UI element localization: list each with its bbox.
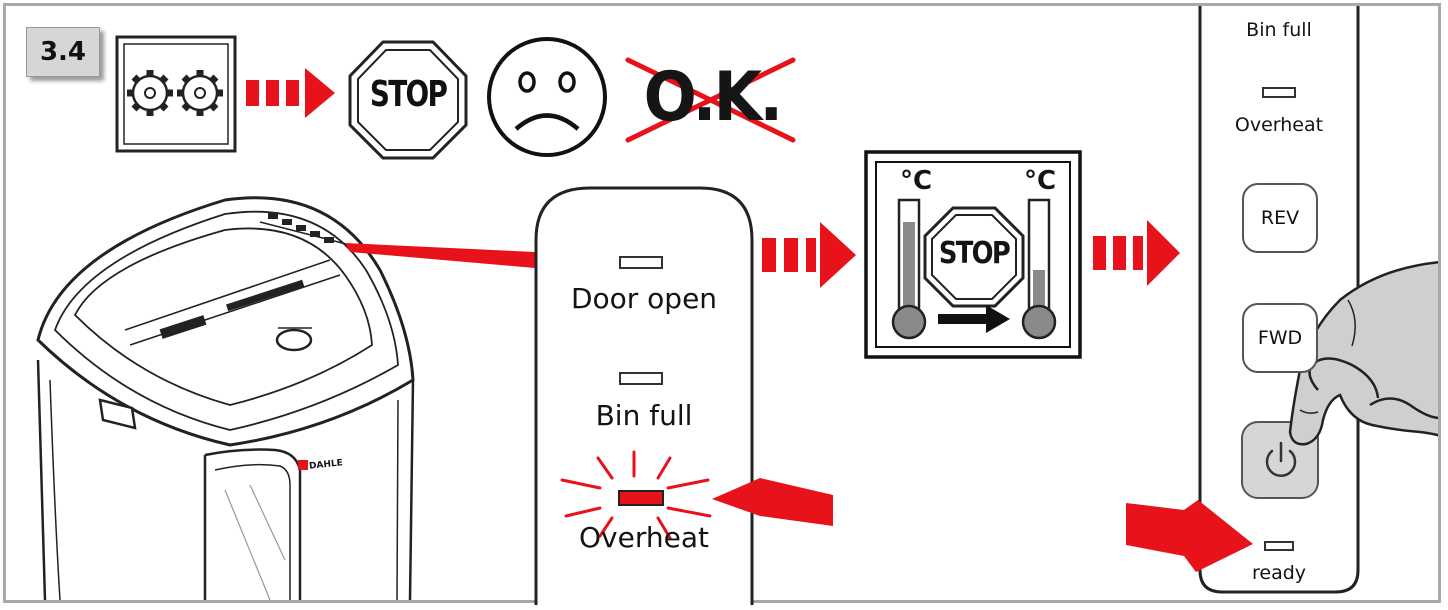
overheat-label: Overheat (579, 521, 709, 554)
right-overheat-label: Overheat (1234, 114, 1324, 136)
overheat-glow-rays (560, 450, 712, 540)
power-button[interactable] (1242, 422, 1318, 498)
power-icon (1265, 441, 1297, 477)
shredder-drawing (36, 196, 415, 600)
temperature-stop-icon (864, 150, 1082, 359)
temp-unit-right: °C (1023, 166, 1057, 196)
crossed-out-ok-icon (625, 57, 796, 143)
red-arrow-ready (1126, 500, 1253, 572)
stop-sign-icon (348, 40, 468, 160)
bin-full-led (619, 372, 663, 385)
hand-drawing (1288, 260, 1438, 446)
red-arrow-1 (246, 68, 335, 118)
door-open-led (619, 256, 663, 269)
red-arrow-overheat (712, 478, 833, 526)
right-control-panel (1198, 6, 1360, 594)
step-badge: 3.4 (26, 27, 100, 77)
right-overheat-led (1262, 87, 1296, 98)
red-callout-line (345, 243, 535, 268)
center-indicator-panel (534, 186, 754, 605)
red-arrow-2 (762, 222, 856, 288)
temp-stop-label: STOP (938, 236, 1011, 271)
bin-full-label: Bin full (595, 399, 693, 432)
fwd-button[interactable]: FWD (1242, 303, 1318, 373)
temp-unit-left: °C (899, 166, 933, 196)
right-bin-full-label: Bin full (1246, 19, 1312, 41)
ok-text: O.K. (643, 58, 784, 137)
ready-label: ready (1251, 562, 1307, 584)
door-open-label: Door open (570, 282, 718, 315)
overheat-led-lit (618, 490, 664, 506)
gears-icon (115, 35, 237, 153)
ready-led (1264, 541, 1294, 551)
red-arrow-3 (1093, 220, 1180, 286)
rev-button[interactable]: REV (1242, 183, 1318, 253)
sad-face-icon (487, 37, 607, 157)
stop-sign-label: STOP (369, 74, 448, 115)
